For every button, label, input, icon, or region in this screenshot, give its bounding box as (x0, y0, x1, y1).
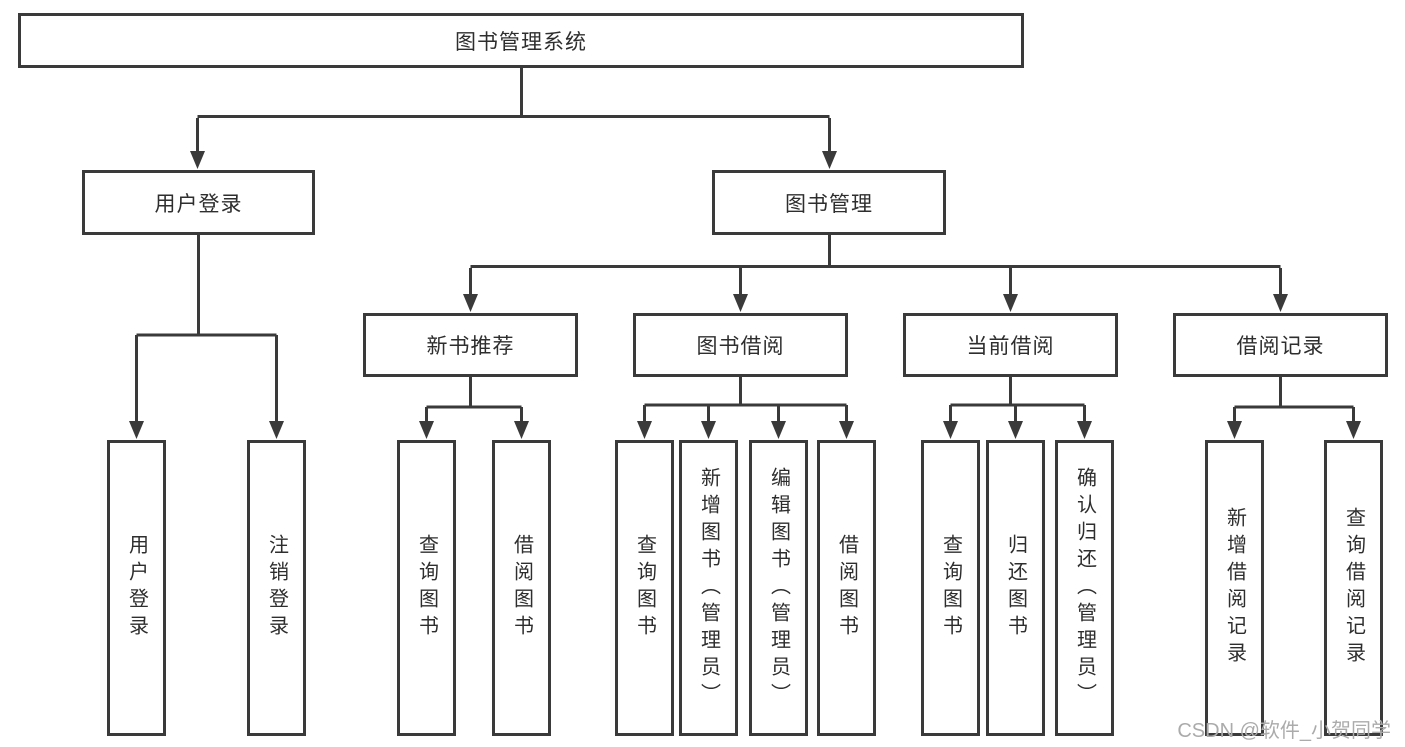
arrowhead (1003, 294, 1018, 312)
leaf-borrow-book-under-borrow-label: 借阅图书 (835, 534, 858, 642)
arrowhead (1077, 421, 1092, 439)
leaf-query-book-under-borrow-label: 查询图书 (633, 534, 656, 642)
node-current-borrow-label: 当前借阅 (966, 335, 1055, 358)
leaf-query-book-under-current-label: 查询图书 (939, 534, 962, 642)
leaf-add-book-admin-label: 新增图书（管理员） (697, 466, 720, 710)
arrowhead (943, 421, 958, 439)
leaf-add-borrow-record-label: 新增借阅记录 (1223, 507, 1246, 669)
arrowhead (463, 294, 478, 312)
leaf-add-book-admin: 新增图书（管理员） (679, 440, 738, 736)
node-book-management-label: 图书管理 (785, 192, 873, 216)
leaf-query-book-under-borrow: 查询图书 (615, 440, 674, 736)
arrowhead (419, 421, 434, 439)
node-book-borrow: 图书借阅 (633, 313, 848, 377)
arrowhead (733, 294, 748, 312)
connector-user-login (135, 235, 278, 422)
node-book-borrow-label: 图书借阅 (696, 335, 785, 358)
node-user-login-label: 用户登录 (154, 192, 243, 216)
leaf-query-book-under-recommend: 查询图书 (397, 440, 456, 736)
arrowhead (637, 421, 652, 439)
leaf-borrow-book-under-borrow: 借阅图书 (817, 440, 876, 736)
node-borrow-records: 借阅记录 (1173, 313, 1388, 377)
node-root: 图书管理系统 (18, 13, 1024, 68)
leaf-query-borrow-record-label: 查询借阅记录 (1342, 507, 1365, 669)
leaf-edit-book-admin: 编辑图书（管理员） (749, 440, 808, 736)
arrowhead (822, 151, 837, 169)
leaf-query-book-under-recommend-label: 查询图书 (415, 534, 438, 642)
leaf-query-borrow-record: 查询借阅记录 (1324, 440, 1383, 736)
arrowhead (190, 151, 205, 169)
leaf-add-borrow-record: 新增借阅记录 (1205, 440, 1264, 736)
leaf-return-book-label: 归还图书 (1004, 534, 1027, 642)
arrowhead (839, 421, 854, 439)
node-user-login: 用户登录 (82, 170, 315, 235)
leaf-logout-login: 注销登录 (247, 440, 306, 736)
leaf-return-book: 归还图书 (986, 440, 1045, 736)
node-borrow-records-label: 借阅记录 (1236, 335, 1325, 358)
leaf-logout-login-label: 注销登录 (265, 534, 288, 642)
arrowhead (514, 421, 529, 439)
node-root-label: 图书管理系统 (455, 30, 587, 54)
node-book-management: 图书管理 (712, 170, 946, 235)
arrowhead (771, 421, 786, 439)
arrowhead (1273, 294, 1288, 312)
connector-book-mgmt-bar (469, 235, 1282, 295)
watermark: CSDN @软件_小贺同学 (1177, 720, 1391, 742)
leaf-edit-book-admin-label: 编辑图书（管理员） (767, 466, 790, 710)
leaf-confirm-return-admin-label: 确认归还（管理员） (1073, 466, 1096, 710)
node-new-book-recommend-label: 新书推荐 (426, 335, 515, 358)
arrowhead (1346, 421, 1361, 439)
connector-book-borrow (643, 377, 848, 422)
arrowhead (1008, 421, 1023, 439)
leaf-query-book-under-current: 查询图书 (921, 440, 980, 736)
leaf-borrow-book-under-recommend-label: 借阅图书 (510, 534, 533, 642)
connector-current-borrow (949, 377, 1086, 422)
arrowhead (701, 421, 716, 439)
connector-recommend (425, 377, 523, 422)
connector-level1-bar (196, 115, 831, 152)
node-current-borrow: 当前借阅 (903, 313, 1118, 377)
leaf-confirm-return-admin: 确认归还（管理员） (1055, 440, 1114, 736)
node-new-book-recommend: 新书推荐 (363, 313, 578, 377)
arrowhead (269, 421, 284, 439)
arrowhead (129, 421, 144, 439)
leaf-borrow-book-under-recommend: 借阅图书 (492, 440, 551, 736)
arrowhead (1227, 421, 1242, 439)
leaf-user-login: 用户登录 (107, 440, 166, 736)
leaf-user-login-label: 用户登录 (125, 534, 148, 642)
connector-borrow-records (1233, 377, 1355, 422)
